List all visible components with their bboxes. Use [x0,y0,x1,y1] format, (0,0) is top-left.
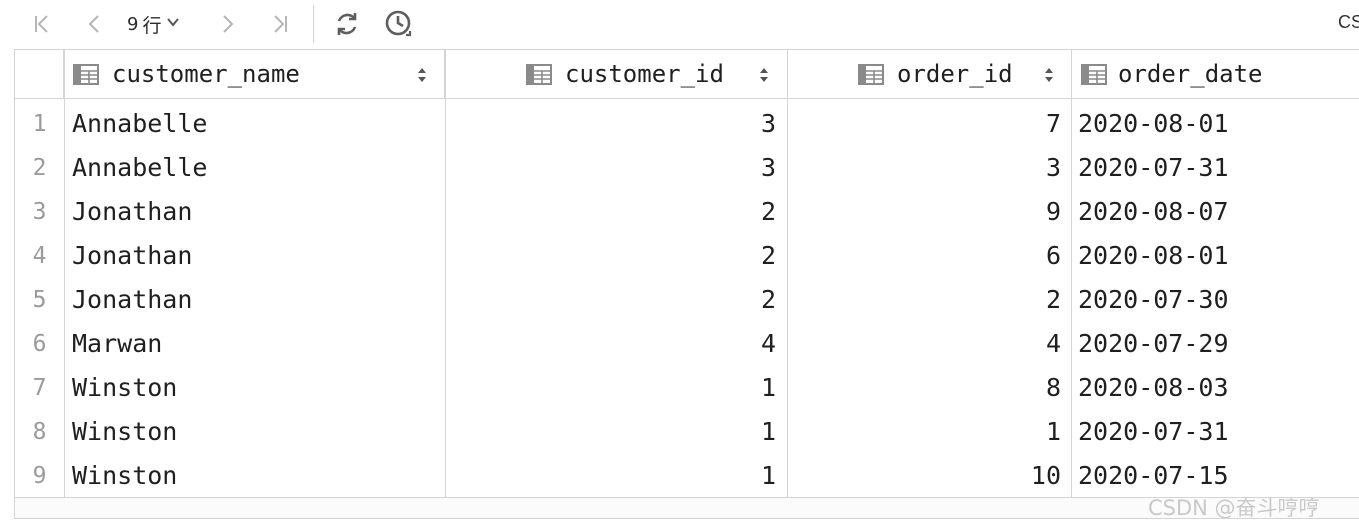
cell-customer-id[interactable]: 3 [760,153,776,182]
table-row[interactable]: 9 Winston 1 10 2020-07-15 [15,453,1359,497]
result-grid: customer_name customer_id order_id [14,49,1359,497]
row-number: 1 [32,111,47,137]
row-number: 4 [32,243,47,269]
table-row[interactable]: 4 Jonathan 2 6 2020-08-01 [15,233,1359,277]
cell-order-id[interactable]: 8 [1045,373,1061,402]
export-format-label[interactable]: CS [1338,12,1359,32]
grid-header: customer_name customer_id order_id [15,49,1359,99]
cell-customer-name[interactable]: Jonathan [72,197,193,226]
column-divider [1071,49,1072,497]
first-page-button[interactable] [26,8,58,40]
cell-customer-name[interactable]: Annabelle [72,153,208,182]
column-header-label: customer_id [565,60,724,88]
cell-order-date[interactable]: 2020-08-01 [1078,109,1229,138]
column-header-customer-id[interactable]: customer_id [445,50,788,99]
column-header-order-date[interactable]: order_date [1072,50,1359,99]
cell-order-date[interactable]: 2020-07-31 [1078,417,1229,446]
cell-order-id[interactable]: 9 [1045,197,1061,226]
cell-customer-id[interactable]: 1 [760,373,776,402]
table-row[interactable]: 7 Winston 1 8 2020-08-03 [15,365,1359,409]
table-column-icon [73,64,99,85]
cell-order-id[interactable]: 3 [1045,153,1061,182]
column-header-label: order_id [897,60,1013,88]
cell-customer-id[interactable]: 2 [760,285,776,314]
rows-count-dropdown[interactable]: 9 行 [127,10,181,38]
cell-customer-name[interactable]: Winston [72,417,178,446]
sort-icon[interactable] [1043,65,1055,85]
cell-order-date[interactable]: 2020-07-30 [1078,285,1229,314]
row-number-header [15,50,64,99]
rows-count: 9 [127,13,139,35]
cell-customer-id[interactable]: 2 [760,197,776,226]
column-divider [64,49,65,497]
rows-unit: 行 [142,14,162,37]
cell-order-id[interactable]: 4 [1045,329,1061,358]
table-row[interactable]: 2 Annabelle 3 3 2020-07-31 [15,145,1359,189]
cell-order-id[interactable]: 6 [1045,241,1061,270]
cell-customer-name[interactable]: Annabelle [72,109,208,138]
table-row[interactable]: 3 Jonathan 2 9 2020-08-07 [15,189,1359,233]
row-number: 5 [32,287,47,313]
table-column-icon [1081,64,1107,85]
cell-customer-name[interactable]: Winston [72,461,178,490]
row-number: 7 [32,375,47,401]
next-page-button[interactable] [212,8,244,40]
history-icon [384,9,414,39]
first-page-icon [31,13,53,35]
table-row[interactable]: 1 Annabelle 3 7 2020-08-01 [15,101,1359,145]
last-page-icon [269,13,291,35]
cell-order-id[interactable]: 1 [1045,417,1061,446]
cell-order-date[interactable]: 2020-08-03 [1078,373,1229,402]
cell-order-id[interactable]: 10 [1030,461,1061,490]
cell-customer-id[interactable]: 1 [760,417,776,446]
grid-footer [14,497,1359,519]
column-header-customer-name[interactable]: customer_name [64,50,445,99]
cell-customer-name[interactable]: Winston [72,373,178,402]
table-row[interactable]: 5 Jonathan 2 2 2020-07-30 [15,277,1359,321]
column-header-order-id[interactable]: order_id [788,50,1072,99]
cell-customer-id[interactable]: 3 [760,109,776,138]
history-button[interactable] [383,8,415,40]
result-toolbar: 9 行 [0,0,1359,49]
cell-order-date[interactable]: 2020-08-07 [1078,197,1229,226]
table-row[interactable]: 8 Winston 1 1 2020-07-31 [15,409,1359,453]
sort-icon[interactable] [416,65,428,85]
table-column-icon [858,64,884,85]
sort-icon[interactable] [758,65,770,85]
prev-page-icon [83,13,105,35]
cell-customer-id[interactable]: 4 [760,329,776,358]
cell-order-date[interactable]: 2020-07-29 [1078,329,1229,358]
cell-order-date[interactable]: 2020-07-15 [1078,461,1229,490]
column-header-label: customer_name [112,60,300,88]
refresh-icon [333,10,361,38]
table-row[interactable]: 6 Marwan 4 4 2020-07-29 [15,321,1359,365]
row-number: 3 [32,199,47,225]
last-page-button[interactable] [264,8,296,40]
column-header-label: order_date [1118,60,1263,88]
cell-customer-name[interactable]: Jonathan [72,285,193,314]
row-number: 2 [32,155,47,181]
chevron-down-icon [165,13,181,35]
toolbar-separator [313,5,314,43]
column-divider [787,49,788,497]
column-divider [445,49,446,497]
cell-order-date[interactable]: 2020-07-31 [1078,153,1229,182]
cell-customer-name[interactable]: Marwan [72,329,163,358]
refresh-button[interactable] [331,8,363,40]
cell-order-date[interactable]: 2020-08-01 [1078,241,1229,270]
row-number: 6 [32,331,47,357]
watermark: CSDN @奋斗哼哼 [1148,496,1320,520]
row-number: 9 [32,463,47,489]
next-page-icon [217,13,239,35]
prev-page-button[interactable] [78,8,110,40]
table-column-icon [526,64,552,85]
cell-customer-name[interactable]: Jonathan [72,241,193,270]
row-number: 8 [32,419,47,445]
cell-customer-id[interactable]: 1 [760,461,776,490]
cell-customer-id[interactable]: 2 [760,241,776,270]
cell-order-id[interactable]: 2 [1045,285,1061,314]
cell-order-id[interactable]: 7 [1045,109,1061,138]
